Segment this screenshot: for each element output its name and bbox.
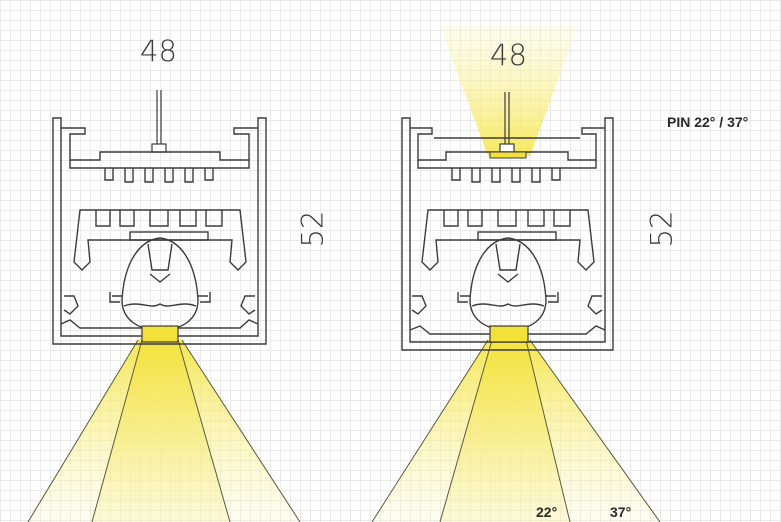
left-suspension-cable (151, 90, 167, 153)
left-height-dimension: 52 (295, 210, 330, 248)
right-beam-up (440, 26, 578, 156)
right-lens (469, 237, 547, 331)
right-width-dimension: 48 (490, 38, 527, 72)
pin-beam-label: PIN 22° / 37° (667, 114, 749, 130)
left-width-dimension: 48 (140, 34, 177, 68)
angle-label-22: 22° (536, 504, 558, 520)
left-led-emitter (141, 325, 179, 343)
left-beam-narrow (92, 340, 230, 522)
right-beam-narrow (440, 340, 570, 522)
right-suspension-cable (499, 92, 515, 153)
right-up-emitter (489, 151, 527, 159)
left-profile-housing (52, 117, 267, 345)
right-height-dimension: 52 (644, 210, 679, 248)
right-beam-edges (371, 339, 661, 522)
left-lens (121, 237, 199, 331)
angle-label-37: 37° (610, 504, 632, 520)
right-luminaire (371, 26, 661, 522)
left-luminaire (27, 90, 301, 522)
left-beam-edges (27, 339, 301, 522)
right-led-emitter (489, 325, 529, 343)
